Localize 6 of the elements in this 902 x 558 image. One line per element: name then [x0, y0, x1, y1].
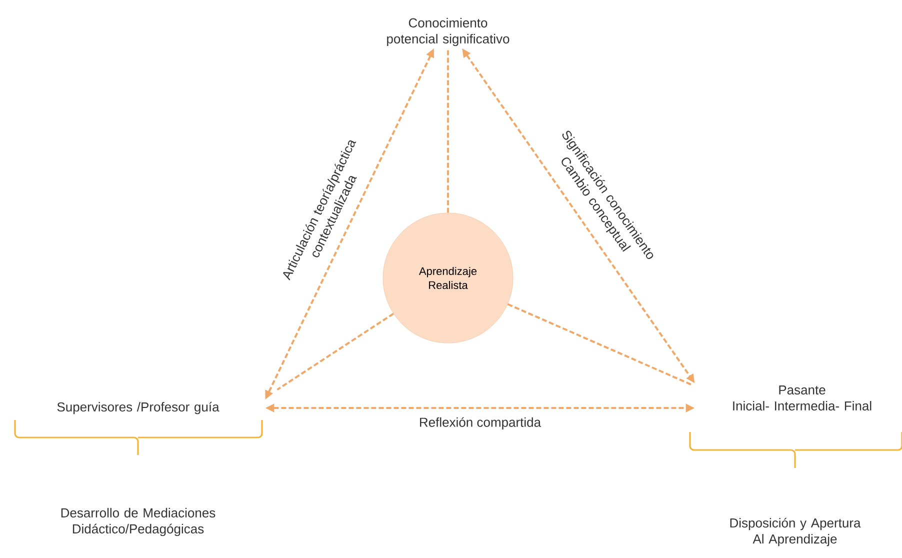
edge-label: Reflexión compartida: [418, 416, 542, 430]
brace-caption: Desarrollo de Mediaciones Didáctico/Pedagógicas: [61, 508, 216, 536]
brace-caption: Disposición y Apertura Al Aprendizaje: [730, 518, 861, 546]
node-label: Pasante Inicial- Intermedia- Final: [733, 385, 872, 411]
node-label: Supervisores /Profesor guía: [57, 402, 220, 414]
node-label: Conocimiento potencial significativo: [387, 18, 510, 46]
